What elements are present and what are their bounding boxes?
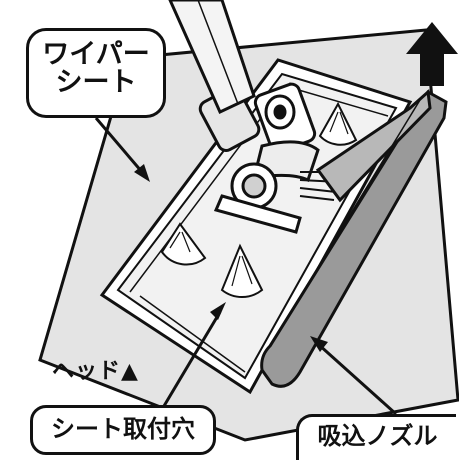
head-joint (198, 82, 341, 234)
head-ridge-2 (139, 295, 246, 373)
label-wiper-sheet: ワイパー シート (26, 28, 166, 118)
arrowhead-wiper (134, 164, 150, 182)
handle-pole (168, 0, 256, 115)
arrowhead-nozzle (310, 336, 328, 352)
arrowhead-hole (210, 302, 226, 320)
label-wiper-line2: シート (55, 67, 137, 99)
leader-lines (94, 117, 398, 416)
arrow-up-icon (406, 22, 458, 86)
label-wiper-line1: ワイパー (42, 39, 150, 70)
suction-nozzle (260, 88, 448, 388)
label-suction-nozzle: 吸込ノズル (296, 414, 456, 460)
label-head: ヘッド▲ (52, 359, 139, 384)
label-sheet-hole: シート取付穴 (30, 405, 216, 455)
